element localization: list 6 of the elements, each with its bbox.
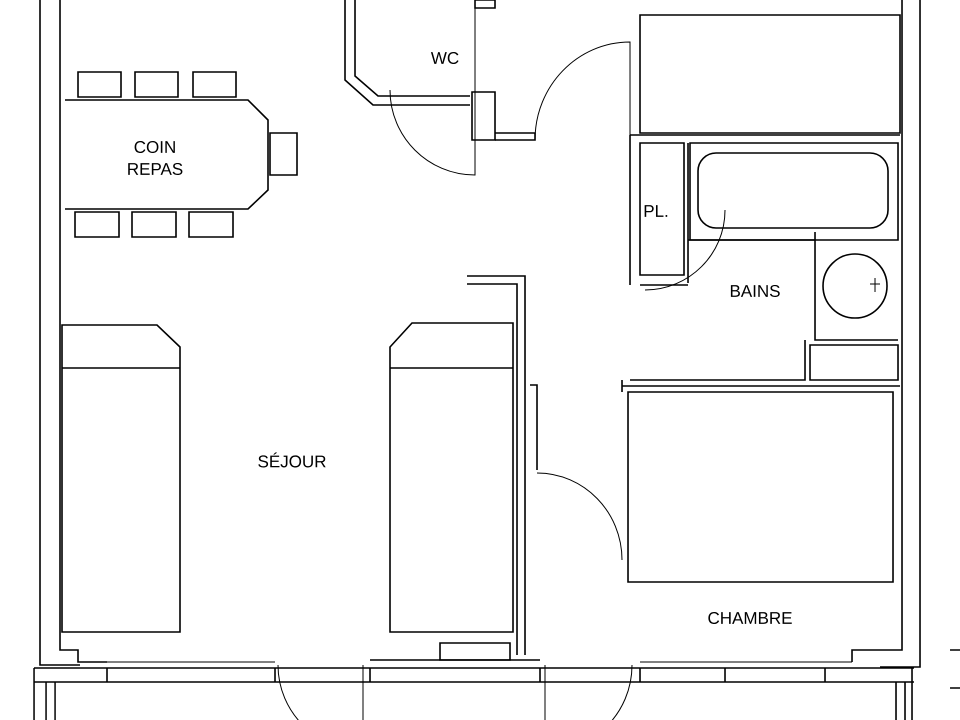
room-label: CHAMBRE (708, 612, 792, 624)
room-label: SÉJOUR (258, 452, 326, 468)
room-label: WC (430, 52, 459, 64)
room-label: COIN REPAS (128, 140, 182, 176)
room-label: PL. (644, 205, 668, 217)
room-label: BAINS (730, 284, 780, 298)
